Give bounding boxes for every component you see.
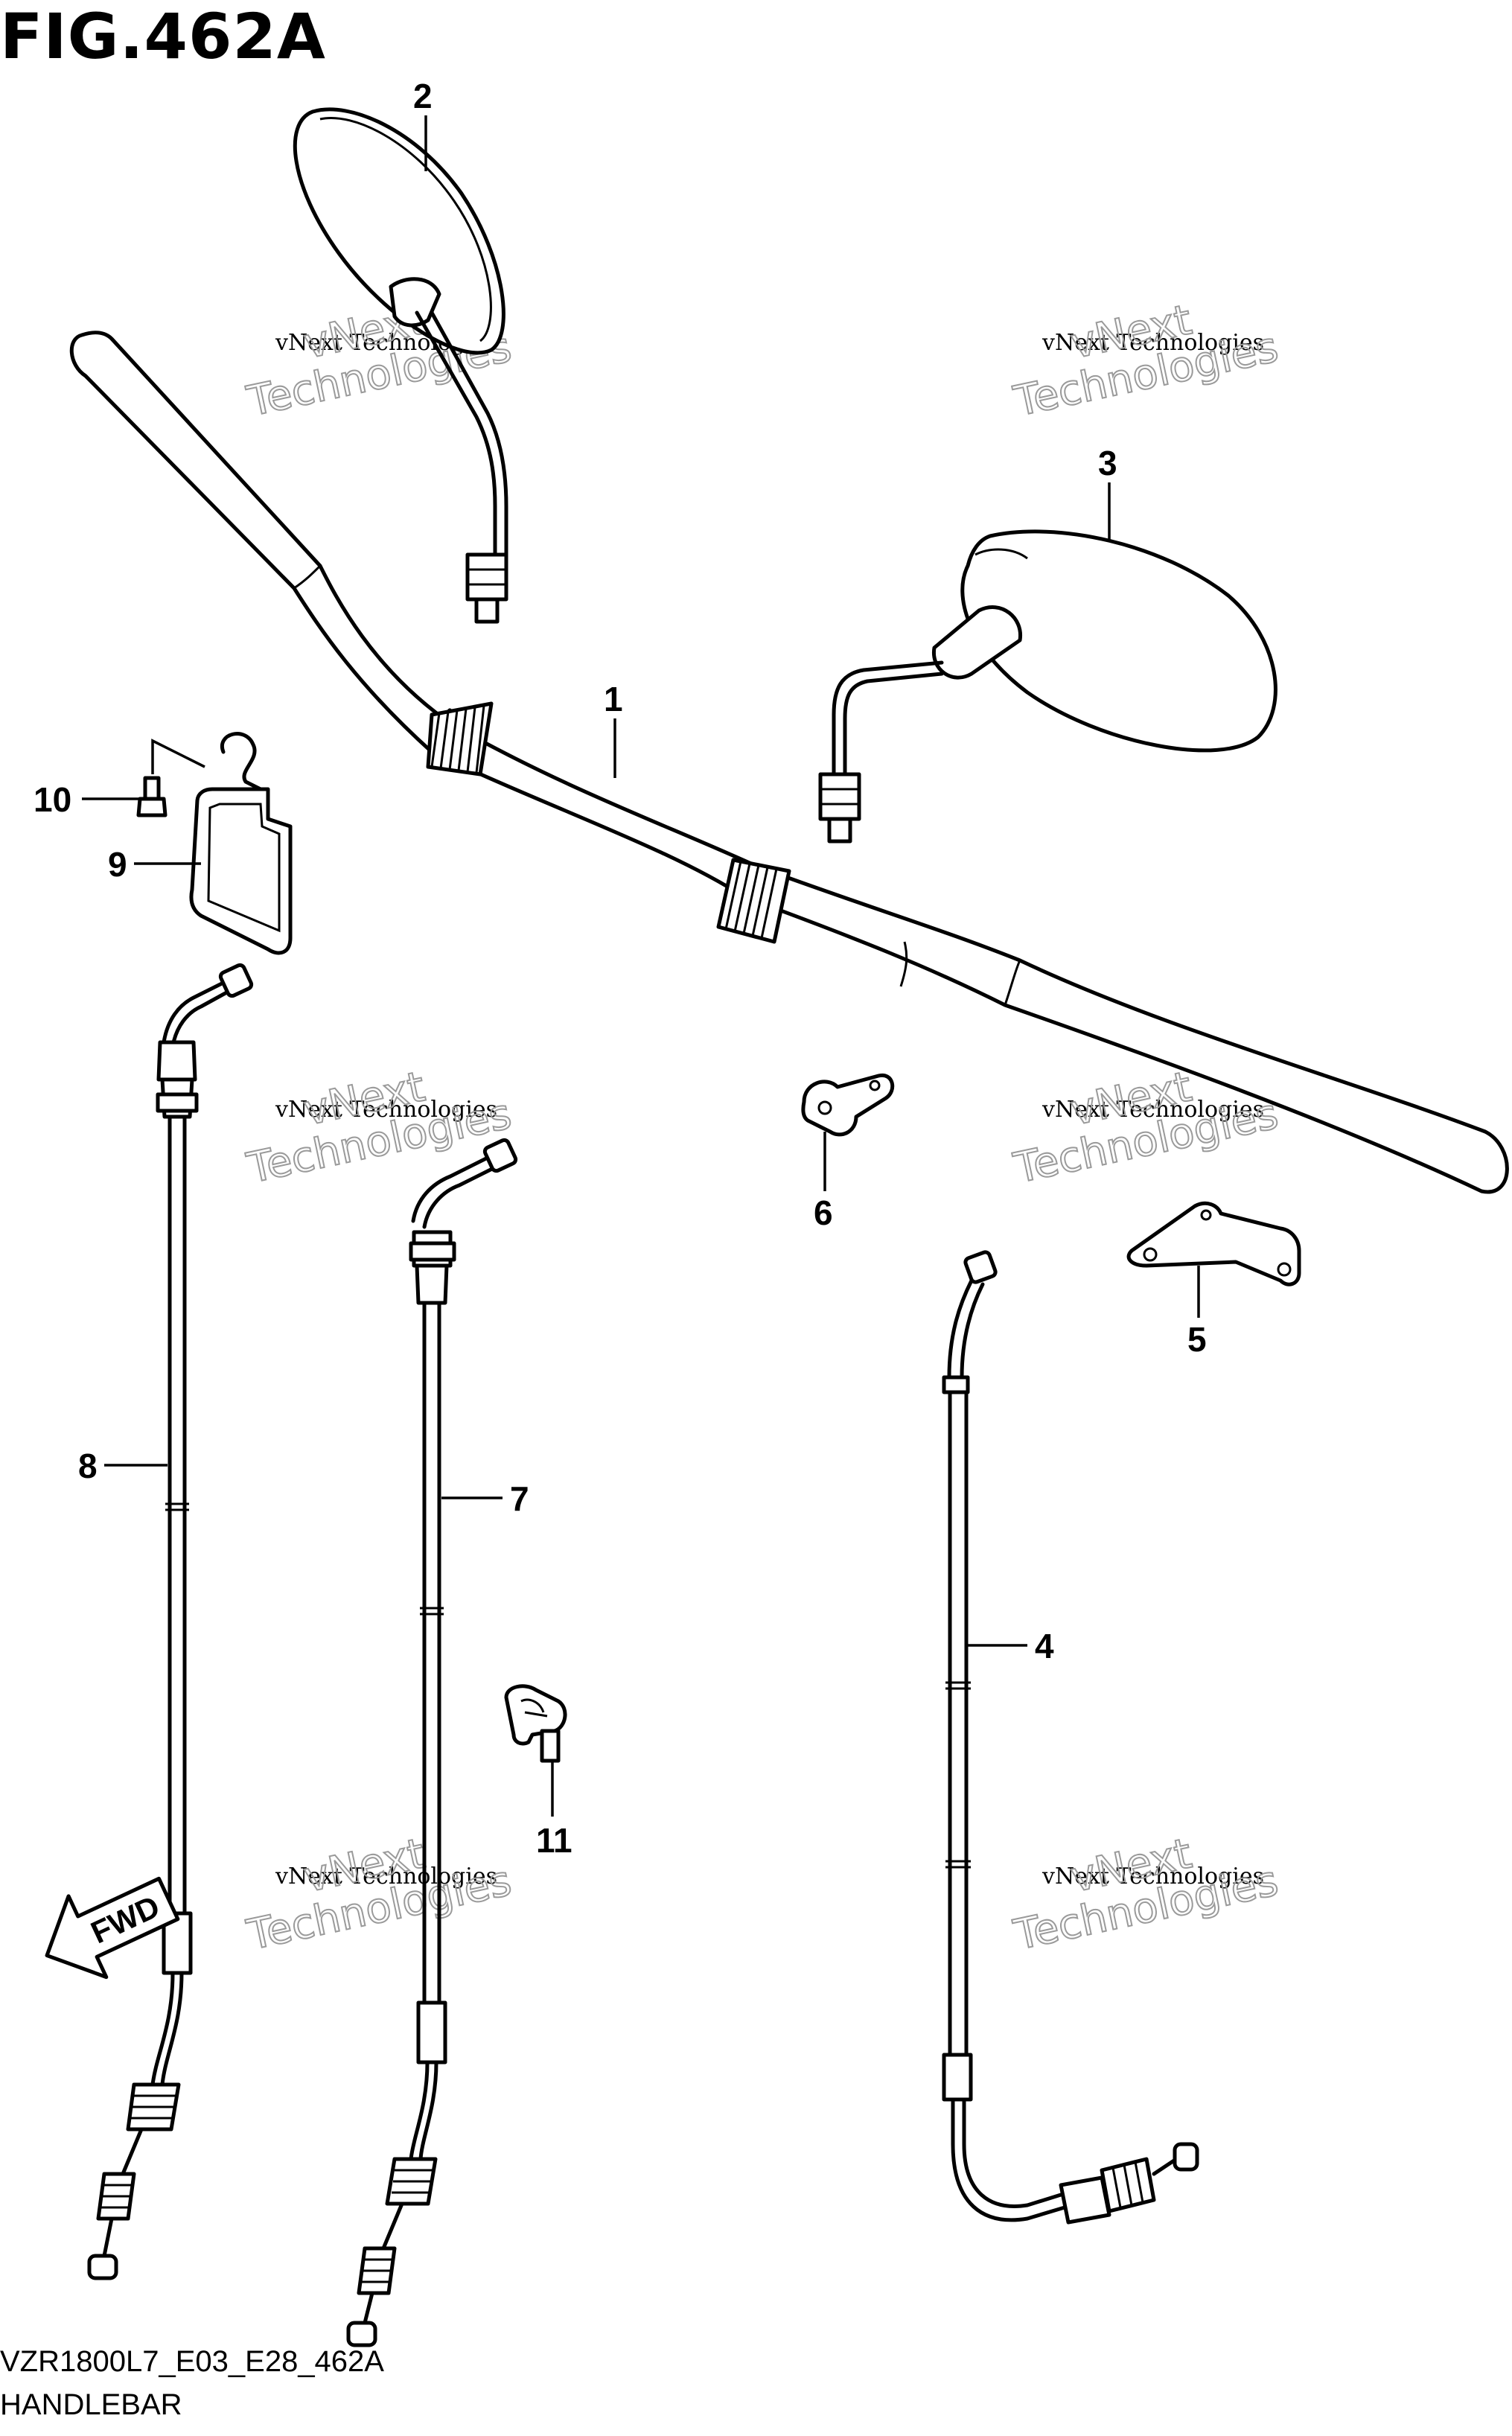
callout-1: 1 (604, 680, 623, 718)
handlebar-bend-line (293, 564, 322, 590)
handlebar-bend-line (1004, 960, 1021, 1006)
watermark: vNext Technologies Technologies vNext (242, 1828, 516, 1960)
callout-5: 5 (1187, 1320, 1207, 1359)
callout-8: 8 (78, 1447, 98, 1485)
cable-4-part[interactable] (942, 1250, 1199, 2225)
bracket-part[interactable] (1126, 1201, 1301, 1286)
diagram-name: HANDLEBAR (0, 2388, 182, 2421)
handlebar-part[interactable] (69, 331, 1509, 1194)
mirror-right-nut (818, 772, 861, 821)
band-part[interactable] (189, 732, 293, 955)
watermark: vNext Technologies Technologies vNext (1009, 295, 1283, 427)
watermark-line: vNext Technologies (275, 1863, 497, 1890)
diagram-code: VZR1800L7_E03_E28_462A (0, 2345, 384, 2378)
figure-title: FIG.462A (0, 0, 326, 73)
mirror-left-glass (293, 107, 505, 355)
callout-2: 2 (413, 77, 433, 115)
clamp-part[interactable] (801, 1073, 895, 1137)
mirror-left-part[interactable] (293, 107, 508, 624)
handlebar-bend-line (899, 941, 908, 987)
watermark-line: vNext Technologies (1042, 1097, 1264, 1123)
mirror-right-part[interactable] (818, 529, 1277, 844)
fwd-arrow: FWD (45, 1876, 180, 1980)
mirror-left-nut (465, 552, 508, 602)
callout-11: 11 (536, 1821, 572, 1860)
clip-part[interactable] (504, 1684, 567, 1763)
callout-3: 3 (1098, 444, 1117, 482)
handlebar-tube (69, 331, 1509, 1194)
bolt-part[interactable] (136, 776, 168, 817)
watermark-line: vNext Technologies (1042, 330, 1264, 356)
callout-10: 10 (34, 780, 71, 819)
cable-7-part[interactable] (346, 1138, 518, 2347)
knurl-left (426, 701, 494, 777)
callout-7: 7 (510, 1479, 529, 1518)
callout-4: 4 (1035, 1627, 1054, 1665)
callout-6: 6 (814, 1193, 833, 1232)
watermark: vNext Technologies Technologies vNext (1009, 1828, 1283, 1960)
watermark-line: vNext Technologies (275, 1097, 497, 1123)
watermark: vNext Technologies Technologies vNext (242, 1062, 516, 1193)
callout-9: 9 (108, 845, 127, 884)
callout-numbers: 2 3 1 10 9 6 5 8 7 4 11 (34, 77, 1207, 1860)
mirror-right-glass (960, 529, 1277, 753)
watermark-line: vNext Technologies (1042, 1863, 1264, 1890)
leader-lines (82, 115, 1200, 1817)
knurl-right (716, 858, 791, 944)
cable-8-part[interactable] (87, 963, 254, 2280)
